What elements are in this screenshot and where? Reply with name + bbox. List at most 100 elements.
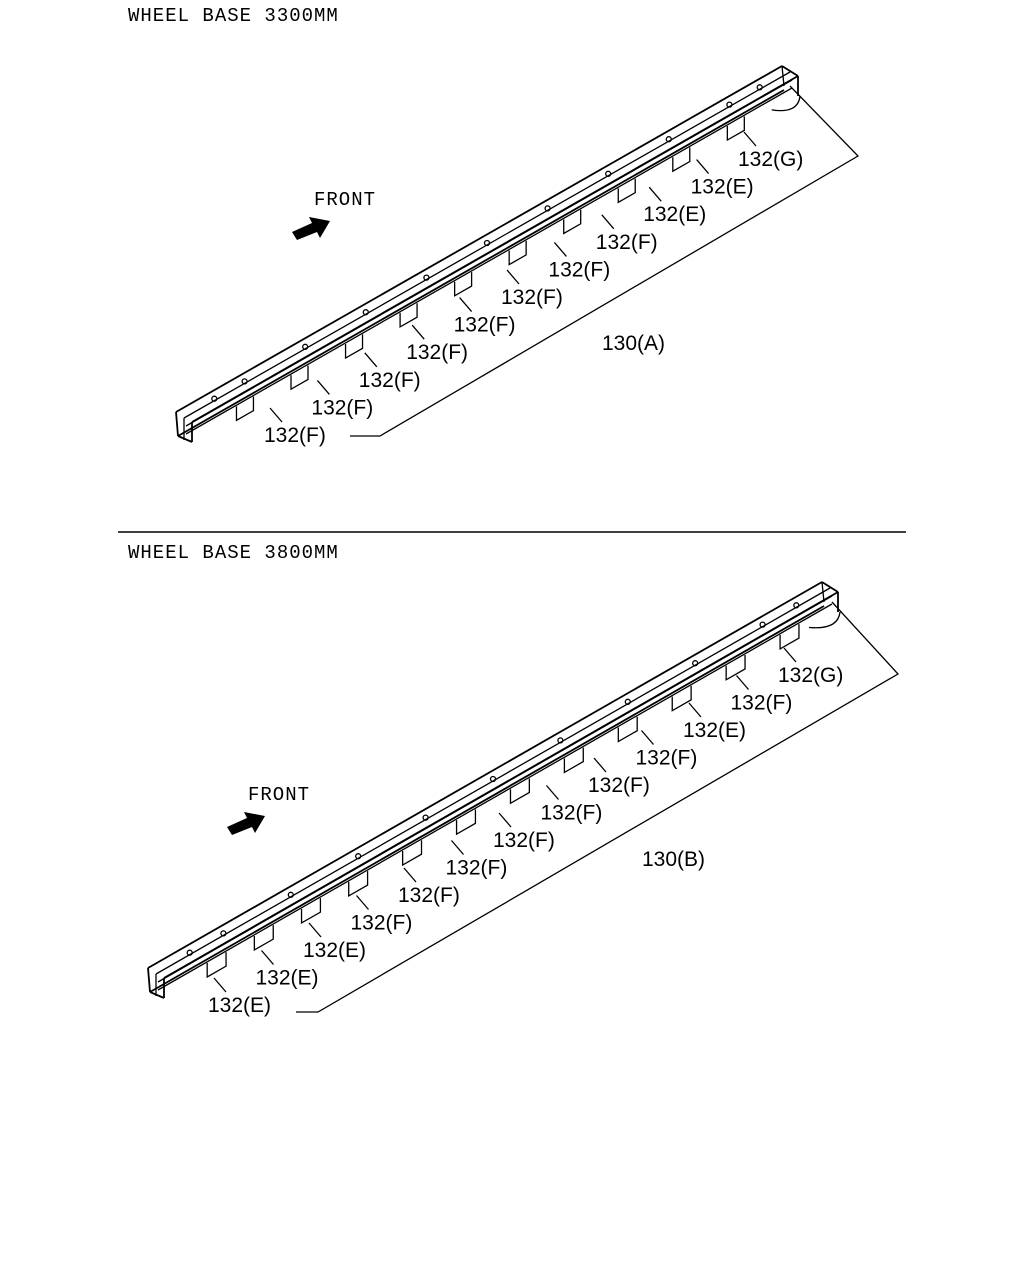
rail-edge: [149, 991, 165, 999]
bolt-hole: [544, 205, 551, 212]
rail-edge: [821, 581, 839, 593]
bolt-hole: [489, 775, 497, 783]
bolt-hole: [241, 378, 248, 385]
leader-line: [553, 241, 567, 257]
leader-line: [601, 214, 615, 230]
part-label: 132(F): [541, 802, 603, 825]
bolt-hole: [186, 949, 193, 956]
crossmember-stub: [401, 840, 423, 867]
crossmember-stub: [779, 624, 800, 651]
crossmember-stub: [300, 898, 322, 925]
rail-edge: [157, 595, 833, 983]
crossmember-stub: [563, 209, 582, 235]
part-label: 132(G): [778, 664, 843, 687]
bolt-hole: [692, 660, 699, 667]
crossmember-stub: [617, 178, 636, 204]
leader-line: [696, 159, 710, 175]
part-label: 132(F): [493, 829, 555, 852]
crossmember-stub: [509, 778, 531, 805]
part-label: 132(F): [636, 747, 698, 770]
part-label: 132(F): [446, 857, 508, 880]
leader-line: [261, 950, 274, 965]
leader-line: [688, 702, 702, 718]
part-label: 132(F): [406, 341, 468, 364]
part-label: 132(F): [588, 774, 650, 797]
leader-line: [593, 757, 607, 773]
part-labels: 132(G) 132(F) 132(E) 132(F) 132(F) 132(F) 132(…: [208, 601, 900, 1017]
part-label: 132(E): [683, 719, 746, 742]
bolt-hole: [756, 84, 763, 91]
leader-line: [736, 675, 749, 690]
leader-line: [356, 895, 369, 910]
rail-edge: [185, 79, 793, 427]
part-label: 132(F): [501, 286, 563, 309]
frame-rail: [147, 581, 841, 999]
crossmember-stub: [672, 147, 691, 173]
rail-edge: [175, 65, 783, 413]
frame-rail: [175, 65, 801, 443]
leader-line: [506, 269, 520, 285]
front-indicator: FRONT: [292, 189, 376, 240]
crossmember-stub: [508, 240, 527, 266]
bolt-hole: [422, 814, 429, 821]
part-label: 132(F): [398, 884, 460, 907]
bolt-hole: [287, 891, 294, 898]
bolt-hole: [423, 274, 430, 281]
rail-edge: [147, 967, 151, 993]
leader-line: [403, 867, 417, 883]
bolt-hole: [557, 737, 564, 744]
rail-edge: [781, 65, 799, 77]
part-label: 132(F): [596, 231, 658, 254]
front-label: FRONT: [314, 189, 376, 211]
assembly-label: 130(A): [602, 332, 665, 355]
bolt-hole: [362, 309, 369, 316]
bolt-hole: [665, 136, 672, 143]
bolt-hole: [759, 621, 766, 628]
bolt-hole: [355, 853, 362, 860]
bolt-hole: [624, 698, 631, 705]
end-bracket: [808, 611, 841, 629]
assembly-bracket: [296, 601, 900, 1013]
leader-line: [316, 379, 330, 395]
part-labels: 132(G)132(E)132(E)132(F)132(F)132(F)132(…: [264, 85, 860, 447]
part-label: 132(F): [264, 424, 326, 447]
crossmember-stub: [348, 871, 369, 898]
leader-line: [213, 977, 227, 993]
leader-line: [648, 186, 662, 202]
rail-edge: [185, 87, 793, 435]
leader-line: [546, 785, 559, 800]
crossmember-stub: [726, 116, 745, 142]
part-label: 132(F): [731, 692, 793, 715]
crossmember-stub: [206, 952, 227, 979]
rail-edge: [177, 435, 193, 443]
leader-line: [269, 407, 283, 423]
leader-line: [459, 297, 473, 313]
crossmember-stub: [290, 365, 309, 391]
assembly-bracket: [350, 85, 860, 437]
front-label: FRONT: [248, 784, 310, 806]
arrow-up-right-icon: [292, 217, 330, 240]
rail-edge: [175, 411, 179, 437]
part-label: 132(E): [303, 939, 366, 962]
section-heading: WHEEL BASE 3300MM: [128, 5, 339, 27]
leader-line: [308, 922, 322, 938]
part-label: 132(E): [256, 967, 319, 990]
crossmember-stub: [235, 396, 255, 422]
part-label: 132(F): [454, 314, 516, 337]
rail-edge: [149, 605, 825, 993]
bolt-hole: [220, 930, 227, 937]
rail-edge: [781, 65, 785, 87]
part-label: 132(F): [311, 396, 373, 419]
bolt-hole: [793, 602, 800, 609]
part-label: 132(E): [208, 994, 271, 1017]
part-label: 132(F): [351, 912, 413, 935]
leader-line: [743, 131, 757, 147]
leader-line: [451, 840, 464, 855]
part-label: 132(F): [548, 258, 610, 281]
rail-edge: [147, 581, 823, 969]
front-indicator: FRONT: [227, 784, 310, 835]
section-wheel-base-3300: WHEEL BASE 3300MM FRONT 132(G)132(E)132(…: [128, 5, 860, 447]
leader-line: [364, 352, 378, 368]
crossmember-stub: [455, 809, 477, 836]
